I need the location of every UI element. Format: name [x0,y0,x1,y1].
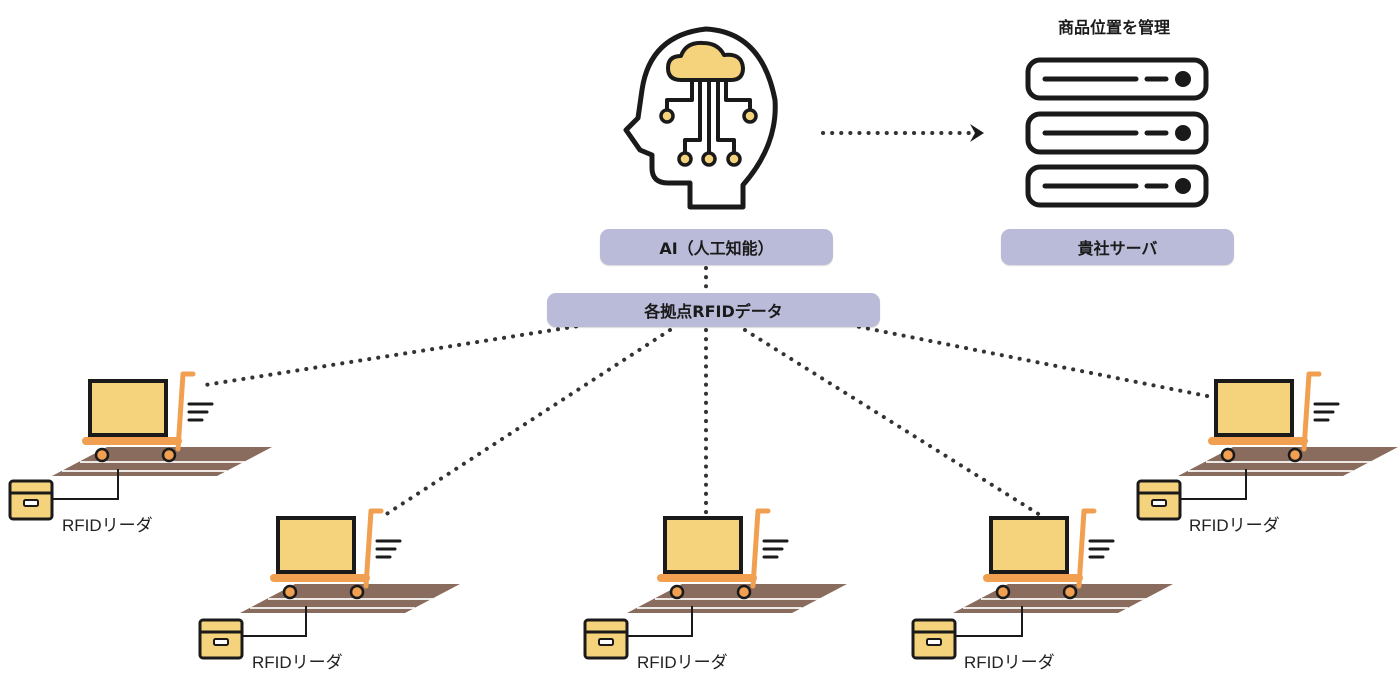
connector-hub-to-site-2 [383,328,672,517]
site-3 [583,511,847,660]
rfid-reader-icon [8,479,54,521]
cart-pallet-icon [1178,374,1398,476]
site-2 [198,511,460,660]
reader-label-site-4: RFIDリーダ [964,653,1055,672]
reader-label-site-1: RFIDリーダ [62,516,153,535]
connector-hub-to-site-4 [743,328,1050,522]
ai-label-pill: AI（人工知能） [600,229,833,265]
arrow-head-icon [970,124,984,142]
connector-hub-to-site-5 [848,323,1214,399]
site-4 [911,511,1173,660]
reader-label-site-5: RFIDリーダ [1189,516,1280,535]
connector-hub-to-site-1 [203,323,587,387]
reader-label-site-3: RFIDリーダ [637,653,728,672]
hub-label-pill: 各拠点RFIDデータ [547,293,880,327]
rfid-reader-icon [198,618,244,660]
ai-label: AI（人工知能） [659,239,774,258]
cart-pallet-icon [240,511,460,613]
cart-pallet-icon [627,511,847,613]
reader-label-site-2: RFIDリーダ [252,653,343,672]
connector-lines [203,131,1214,522]
rfid-reader-icon [911,618,957,660]
site-5 [1136,374,1398,521]
ai-brain-head-icon [623,26,778,210]
hub-label: 各拠点RFIDデータ [644,302,783,321]
server-heading: 商品位置を管理 [1058,18,1171,37]
rfid-reader-icon [583,618,629,660]
server-rack-icon [1028,60,1206,205]
site-1 [8,374,272,521]
cart-pallet-icon [953,511,1173,613]
cart-pallet-icon [52,374,272,476]
rfid-reader-icon [1136,479,1182,521]
server-label-pill: 貴社サーバ [1001,229,1234,265]
server-label: 貴社サーバ [1077,239,1158,258]
